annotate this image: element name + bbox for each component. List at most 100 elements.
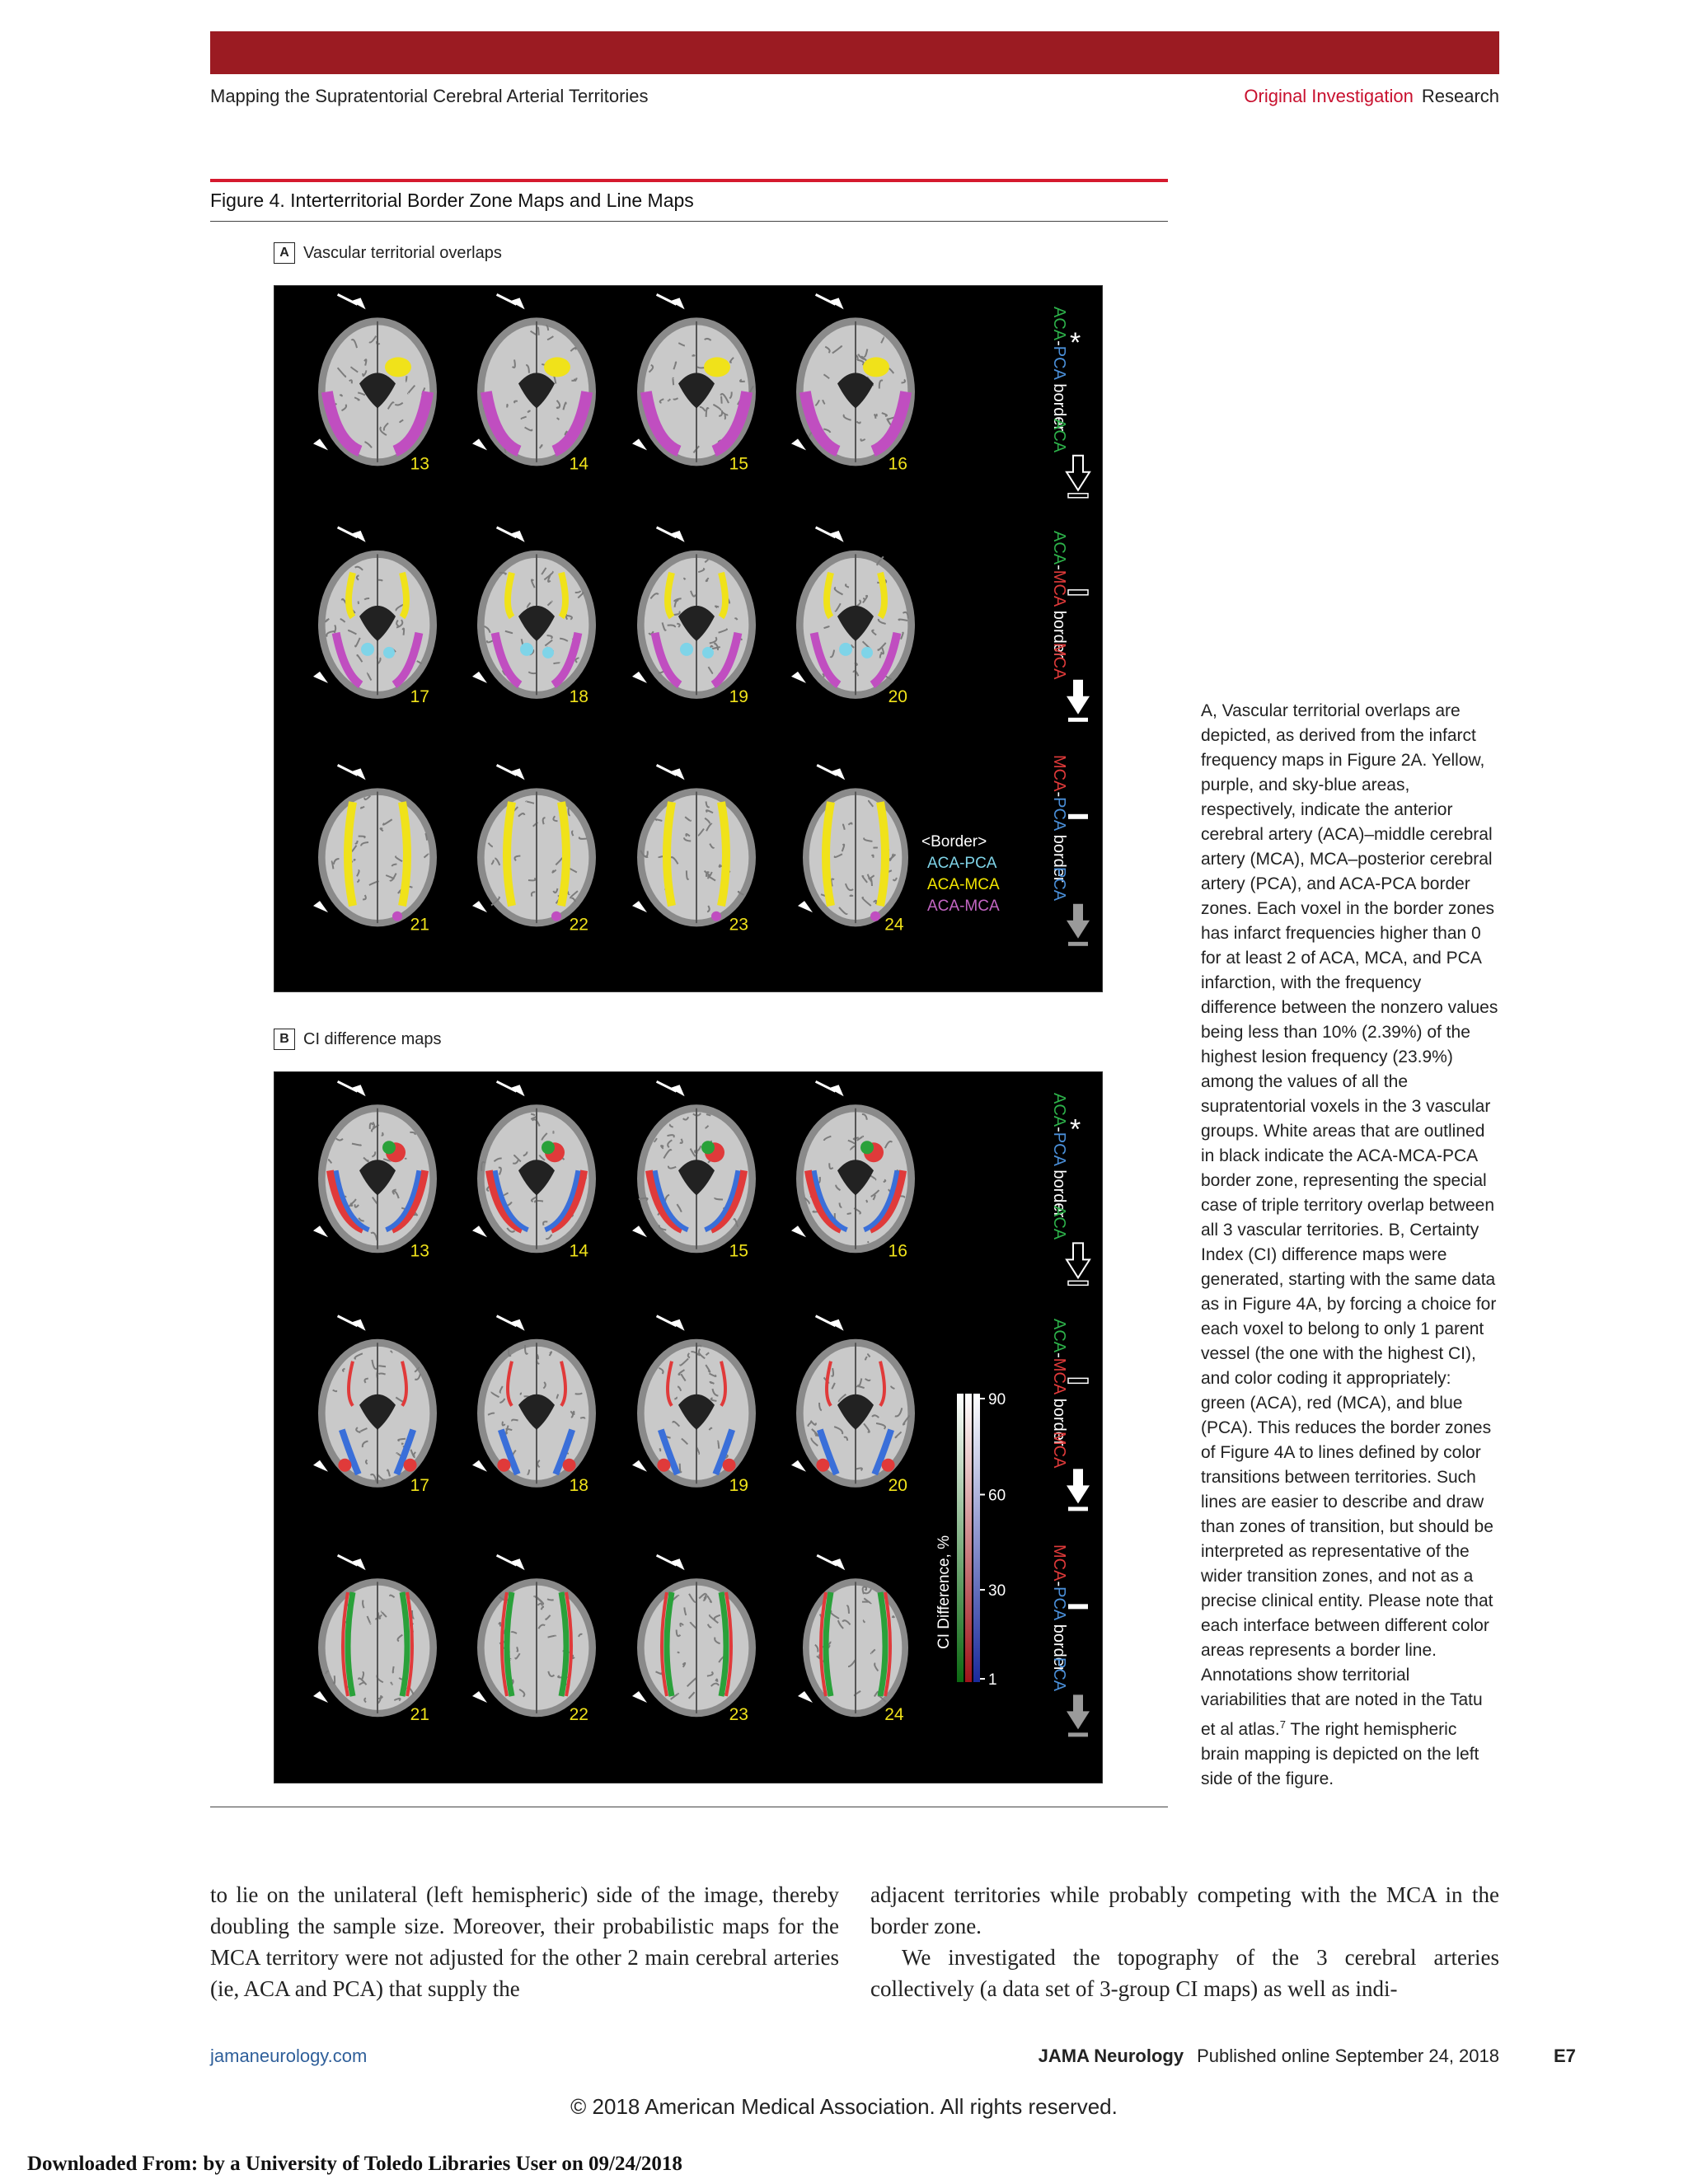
ci-colorbar: 90 60 30 1 CI Difference, % xyxy=(935,1391,1006,1689)
solid-bar-marker xyxy=(1068,813,1088,819)
brain-slice: 17 xyxy=(313,1315,437,1495)
slice-number: 19 xyxy=(729,1476,748,1495)
solid-arrow-icon xyxy=(1067,679,1090,715)
panel-b-label: B CI difference maps xyxy=(274,1029,442,1050)
panel-b-title: CI difference maps xyxy=(303,1029,442,1048)
slice-number: 20 xyxy=(889,1476,907,1495)
side-legend-item: PCA xyxy=(1050,867,1090,946)
colorbar-tick-label: 90 xyxy=(988,1391,1006,1408)
brain-slice: 22 xyxy=(472,764,596,934)
footer-url-link[interactable]: jamaneurology.com xyxy=(210,2046,368,2066)
footer-journal-name: JAMA Neurology xyxy=(1038,2046,1184,2066)
slice-number: 22 xyxy=(570,1705,588,1724)
slice-number: 21 xyxy=(410,1705,429,1724)
side-legend-item: MCA-PCA border xyxy=(1050,1544,1088,1672)
brain-slice: 24 xyxy=(798,764,908,934)
panel-a-letter: A xyxy=(274,242,295,264)
brain-slice: 22 xyxy=(472,1554,596,1724)
inset-legend-heading: <Border> xyxy=(921,833,987,851)
slice-number: 23 xyxy=(729,1705,748,1724)
brain-slice: 16 xyxy=(791,293,915,473)
panel-b-letter: B xyxy=(274,1029,295,1050)
brain-slice: 23 xyxy=(632,1554,756,1724)
slice-number: 13 xyxy=(410,454,429,473)
slice-number: 20 xyxy=(889,687,907,706)
side-legend-item: PCA xyxy=(1050,1657,1090,1737)
footer-published-date: Published online September 24, 2018 xyxy=(1197,2046,1499,2066)
slice-number: 23 xyxy=(729,915,748,934)
footer-page-number: E7 xyxy=(1554,2046,1576,2066)
open-arrow-icon xyxy=(1065,1242,1091,1280)
slice-number: 22 xyxy=(570,915,588,934)
body-paragraph: adjacent territories while probably comp… xyxy=(870,1882,1499,1938)
svg-text:ACA: ACA xyxy=(1050,419,1068,453)
brain-slice: 13 xyxy=(313,293,437,473)
copyright-notice: © 2018 American Medical Association. All… xyxy=(570,2094,1118,2119)
side-legend-item: ACA xyxy=(1050,1206,1091,1286)
brain-slice: 18 xyxy=(472,526,596,706)
open-arrow-icon xyxy=(1065,454,1091,492)
svg-text:MCA-PCA border: MCA-PCA border xyxy=(1050,1544,1068,1672)
side-legend-item: ACA-PCA border* xyxy=(1050,1093,1081,1218)
brain-slice: 16 xyxy=(791,1080,915,1260)
slice-number: 15 xyxy=(729,454,748,473)
gray-arrow-icon xyxy=(1067,903,1090,939)
side-legend-item: ACA-MCA border xyxy=(1050,531,1089,658)
side-legend-item: ACA-MCA border xyxy=(1050,1319,1089,1446)
asterisk-marker: * xyxy=(1070,327,1081,359)
brain-slice: 18 xyxy=(472,1315,596,1495)
section-primary: Original Investigation xyxy=(1244,86,1414,106)
slice-number: 17 xyxy=(410,687,429,706)
slice-number: 18 xyxy=(570,1476,588,1495)
panel-a-label: A Vascular territorial overlaps xyxy=(274,242,502,264)
brain-slice: 15 xyxy=(632,1080,756,1260)
svg-text:PCA: PCA xyxy=(1050,1657,1068,1692)
caption-text: A, Vascular territorial overlaps are dep… xyxy=(1201,701,1498,1739)
brain-slice: 13 xyxy=(313,1080,437,1260)
brain-slice: 20 xyxy=(791,526,915,706)
running-title: Mapping the Supratentorial Cerebral Arte… xyxy=(210,86,649,106)
side-legend-item: ACA xyxy=(1050,419,1091,499)
caption-reference[interactable]: 7 xyxy=(1279,1718,1286,1731)
body-column-left: to lie on the unilateral (left hemispher… xyxy=(210,1882,839,2001)
slice-number: 16 xyxy=(889,454,907,473)
brain-slice: 21 xyxy=(313,1554,437,1724)
brain-slice: 19 xyxy=(632,1315,756,1495)
slice-number: 24 xyxy=(884,915,904,934)
gray-arrow-icon xyxy=(1067,1694,1090,1730)
svg-text:MCA-PCA border: MCA-PCA border xyxy=(1050,755,1068,883)
colorbar-tick-label: 1 xyxy=(988,1671,997,1689)
header-color-bar xyxy=(210,31,1499,74)
figure-title: Figure 4. Interterritorial Border Zone M… xyxy=(210,190,694,211)
brain-slice: 17 xyxy=(313,526,437,706)
caption-text-end: The right hemispheric brain mapping is d… xyxy=(1201,1720,1479,1788)
colorbar-title: CI Difference, % xyxy=(935,1535,953,1649)
slice-number: 17 xyxy=(410,1476,429,1495)
solid-arrow-icon xyxy=(1067,1469,1090,1504)
svg-text:MCA: MCA xyxy=(1050,643,1068,680)
side-legend-item: MCA xyxy=(1050,1432,1090,1511)
figure-title-rule xyxy=(210,221,1168,222)
figure-top-rule xyxy=(210,179,1168,182)
svg-text:ACA-MCA border: ACA-MCA border xyxy=(1050,531,1068,658)
brain-slice: 24 xyxy=(798,1554,908,1724)
slice-number: 16 xyxy=(889,1241,907,1260)
svg-text:MCA: MCA xyxy=(1050,1432,1068,1469)
svg-text:ACA: ACA xyxy=(1050,1206,1068,1240)
body-paragraph: We investigated the topography of the 3 … xyxy=(870,1945,1499,2001)
colorbar-tick-label: 60 xyxy=(988,1488,1006,1505)
side-legend-item: ACA-PCA border* xyxy=(1050,307,1081,432)
inset-legend-item: ACA-MCA xyxy=(927,898,1000,915)
asterisk-marker: * xyxy=(1070,1113,1081,1145)
slice-number: 13 xyxy=(410,1241,429,1260)
svg-text:ACA-PCA border: ACA-PCA border xyxy=(1050,307,1068,432)
brain-slice: 23 xyxy=(632,764,756,934)
colorbar-tick-label: 30 xyxy=(988,1582,1006,1600)
slice-number: 19 xyxy=(729,687,748,706)
open-bar-marker xyxy=(1067,1377,1089,1385)
